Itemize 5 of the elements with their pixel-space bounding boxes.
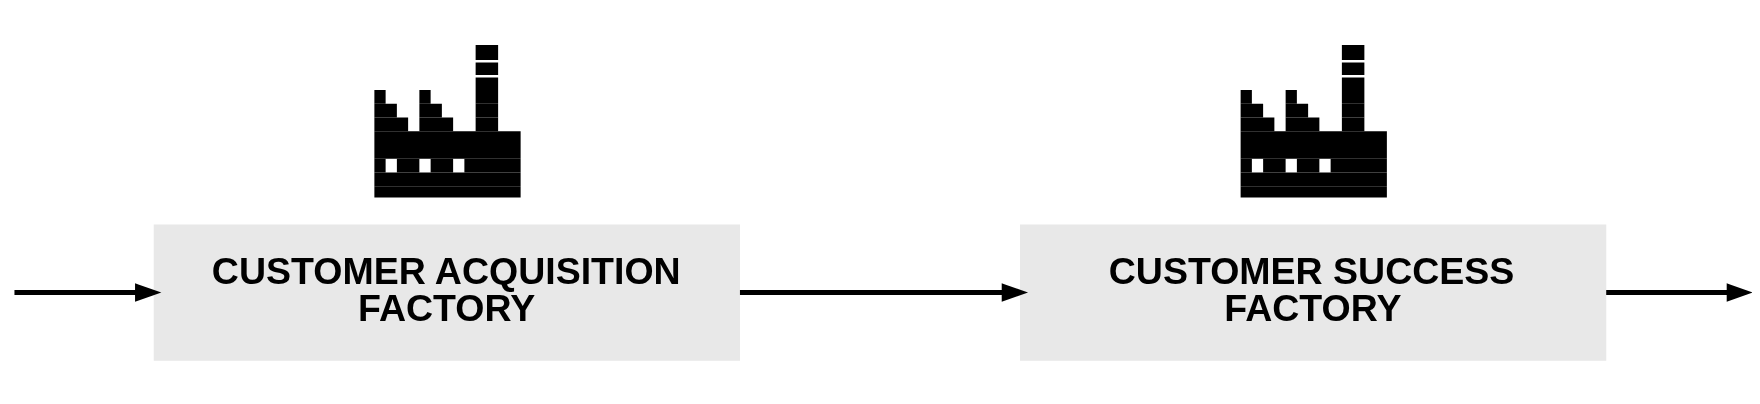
node-box: CUSTOMER ACQUISITION FACTORY [153,223,740,361]
arrow [739,282,1029,302]
arrow [1606,282,1752,302]
arrow [14,282,162,302]
node-box: CUSTOMER SUCCESS FACTORY [1020,223,1607,361]
